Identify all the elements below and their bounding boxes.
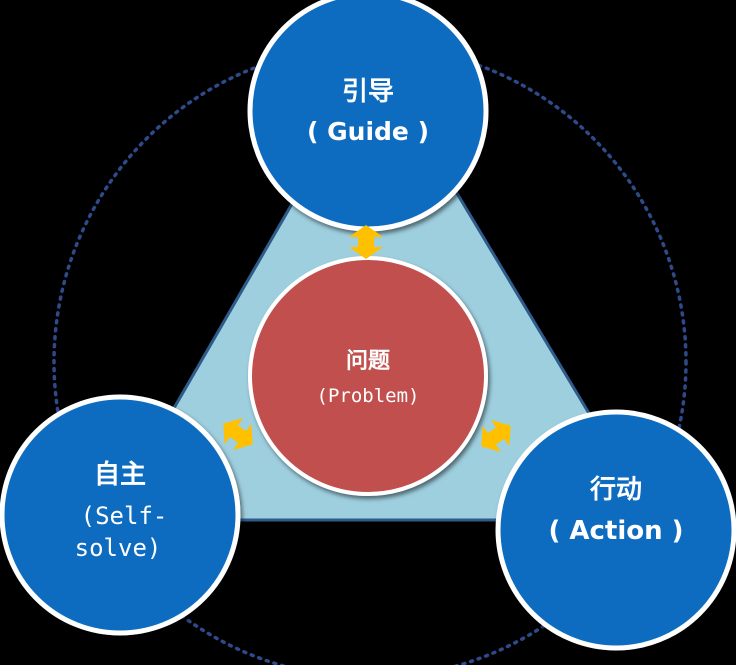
center-title-zh: 问题 bbox=[346, 349, 391, 374]
double-arrow-icon bbox=[481, 420, 511, 452]
action-title-en: ( Action ) bbox=[548, 516, 683, 546]
action-title-zh: 行动 bbox=[589, 474, 642, 505]
self-title-en-line2: solve) bbox=[75, 534, 162, 562]
node-action bbox=[495, 409, 736, 651]
double-arrow-icon bbox=[223, 418, 253, 450]
node-guide bbox=[247, 0, 489, 232]
center-title-en: (Problem) bbox=[317, 385, 420, 407]
self-title-zh: 自主 bbox=[94, 459, 146, 490]
guide-title-zh: 引导 bbox=[342, 77, 394, 107]
center-node-problem bbox=[248, 256, 488, 496]
node-self-solve bbox=[0, 394, 241, 636]
guide-title-en: ( Guide ) bbox=[307, 117, 429, 146]
self-title-en-line1: (Self- bbox=[81, 502, 168, 530]
double-arrow-icon bbox=[349, 225, 383, 259]
